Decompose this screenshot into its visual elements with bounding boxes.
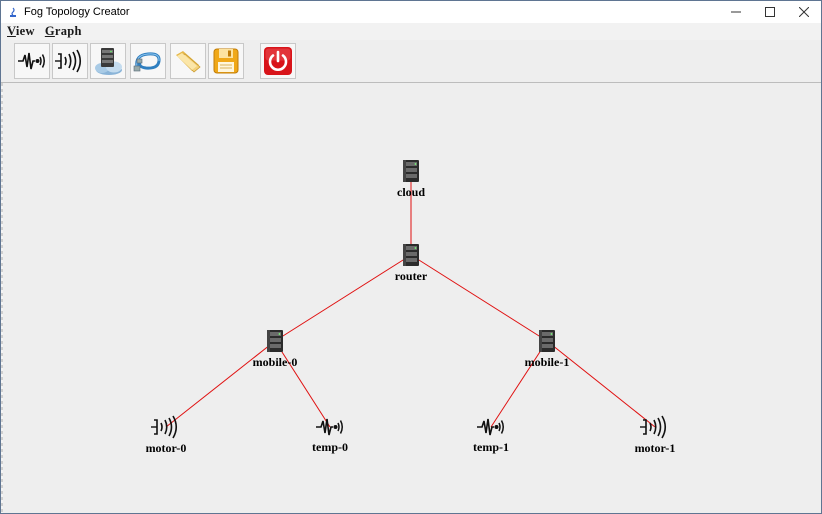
node-label-motor0: motor-0 [145,441,187,455]
open-button[interactable] [170,43,206,79]
actuator-icon [640,415,667,439]
fog-device-icon [267,330,283,352]
node-label-router: router [394,269,428,283]
edge-mobile1-motor1[interactable] [546,340,656,428]
edge-mobile1-temp1[interactable] [490,340,548,428]
link-icon [133,52,161,72]
add-link-button[interactable] [130,43,166,79]
save-button[interactable] [208,43,244,79]
fog-device-icon [539,330,555,352]
add-actuator-button[interactable] [52,43,88,79]
edge-router-mobile1[interactable] [410,254,548,342]
sensor-icon [316,418,343,436]
add-sensor-button[interactable] [14,43,50,79]
exit-button[interactable] [260,43,296,79]
node-mobile0[interactable] [264,329,286,353]
fog-device-icon [95,48,122,75]
menu-graph[interactable]: Graph [44,24,82,38]
maximize-button[interactable] [753,1,787,23]
node-label-temp1: temp-1 [473,440,509,454]
close-button[interactable] [787,1,821,23]
minimize-icon [731,11,741,13]
node-label-mobile1: mobile-1 [524,355,570,369]
node-label-cloud: cloud [396,185,426,199]
sensor-icon [18,52,45,70]
edge-mobile0-temp0[interactable] [274,340,331,428]
java-app-icon [10,7,16,18]
edges-layer [165,171,656,428]
close-icon [799,7,809,17]
toolbar [1,40,821,83]
edge-mobile0-motor0[interactable] [165,340,276,428]
actuator-icon [151,415,178,439]
add-fog-device-button[interactable] [90,43,126,79]
node-temp1[interactable] [476,416,506,438]
node-label-temp0: temp-0 [312,440,348,454]
node-label-mobile0: mobile-0 [252,355,298,369]
canvas-edge [1,83,3,513]
menu-view[interactable]: View [7,24,35,38]
fog-device-icon [403,160,419,182]
maximize-icon [765,7,775,17]
save-icon [213,48,239,74]
node-motor0[interactable] [151,415,181,439]
sensor-icon [477,418,504,436]
node-cloud[interactable] [400,159,422,183]
node-router[interactable] [400,243,422,267]
node-mobile1[interactable] [536,329,558,353]
edge-router-mobile0[interactable] [274,254,412,342]
menu-bar: View Graph [1,23,821,40]
minimize-button[interactable] [719,1,753,23]
fog-device-icon [403,244,419,266]
node-temp0[interactable] [315,416,345,438]
actuator-icon [55,49,82,73]
power-icon [264,47,292,75]
node-label-motor1: motor-1 [634,441,676,455]
window-title: Fog Topology Creator [24,6,130,18]
open-folder-icon [176,51,201,73]
title-bar[interactable]: Fog Topology Creator [1,1,821,23]
node-motor1[interactable] [640,415,670,439]
topology-canvas[interactable]: cloud router mobile-0 mobile-1 motor-0 temp-0… [3,83,819,513]
